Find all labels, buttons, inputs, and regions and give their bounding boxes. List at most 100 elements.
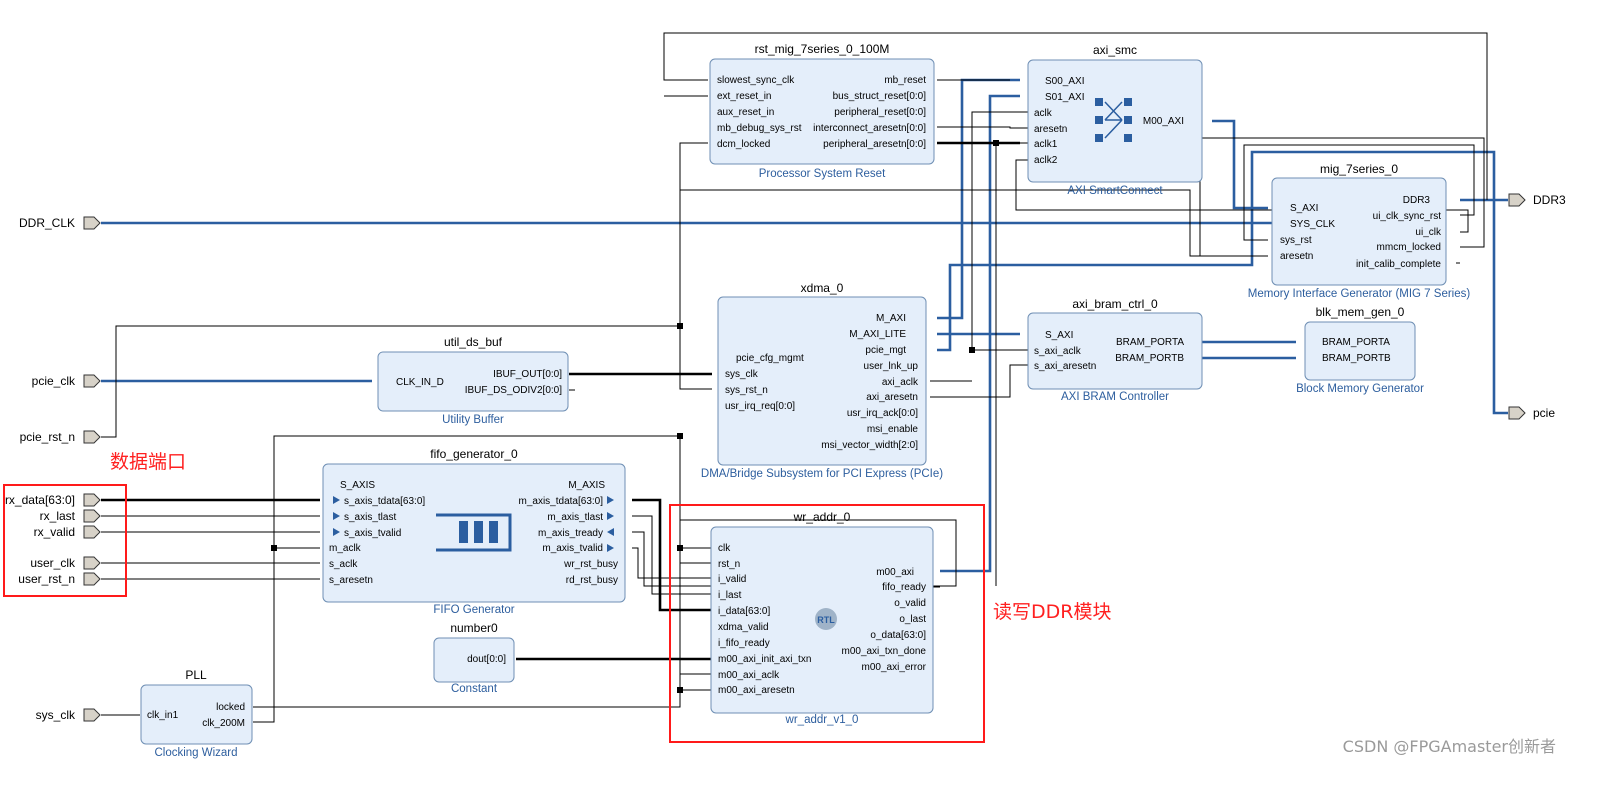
- pin: BRAM_PORTA: [1322, 337, 1390, 348]
- pin: peripheral_aresetn[0:0]: [823, 139, 926, 150]
- pin: m00_axi_aclk: [718, 670, 780, 681]
- port-pcie-clk: pcie_clk: [32, 374, 76, 388]
- port-arrow-icon: [83, 525, 101, 539]
- pin: s_axi_aclk: [1034, 346, 1082, 357]
- port-rx-last: rx_last: [40, 509, 76, 523]
- pin: BRAM_PORTB: [1115, 353, 1184, 364]
- block-type: Memory Interface Generator (MIG 7 Series…: [1248, 288, 1471, 300]
- pin: aclk1: [1034, 139, 1058, 150]
- block-name: mig_7series_0: [1320, 162, 1398, 176]
- block-pll[interactable]: PLL Clocking Wizard clk_in1 locked clk_2…: [140, 668, 253, 759]
- block-wr-addr[interactable]: wr_addr_0 wr_addr_v1_0 clk rst_n i_valid…: [710, 510, 934, 726]
- block-name: wr_addr_0: [793, 510, 851, 524]
- pin: xdma_valid: [718, 622, 769, 633]
- pin: usr_irq_ack[0:0]: [847, 408, 918, 419]
- port-user-clk: user_clk: [30, 556, 76, 570]
- pin: m00_axi_error: [862, 662, 927, 673]
- pin: m00_axi_txn_done: [841, 646, 926, 657]
- block-type: Processor System Reset: [759, 168, 886, 180]
- block-type: Utility Buffer: [442, 414, 504, 426]
- pin: m_axis_tdata[63:0]: [519, 496, 604, 507]
- block-blk-mem[interactable]: blk_mem_gen_0 Block Memory Generator BRA…: [1296, 305, 1424, 395]
- pin: o_valid: [894, 598, 926, 609]
- port-arrow-icon: [83, 708, 101, 722]
- block-rst-mig[interactable]: rst_mig_7series_0_100M Processor System …: [709, 42, 935, 180]
- pin: sys_clk: [725, 369, 759, 380]
- pin: pcie_mgt: [865, 345, 906, 356]
- pin: peripheral_reset[0:0]: [834, 107, 926, 118]
- pin: i_fifo_ready: [718, 638, 770, 649]
- pin: user_lnk_up: [864, 361, 919, 372]
- block-type: AXI SmartConnect: [1067, 185, 1163, 197]
- pin: CLK_IN_D: [396, 377, 444, 388]
- pin: s_aresetn: [329, 575, 373, 586]
- pin: m00_axi_init_axi_txn: [718, 654, 811, 665]
- pin: m00_axi_aresetn: [718, 685, 795, 696]
- pin: dcm_locked: [717, 139, 770, 150]
- pin: aclk2: [1034, 155, 1058, 166]
- block-number0[interactable]: number0 Constant dout[0:0]: [433, 621, 515, 695]
- pin: i_valid: [718, 574, 746, 585]
- pin: m00_axi: [876, 567, 914, 578]
- pin: M_AXI: [876, 313, 906, 324]
- pin: clk_in1: [147, 710, 179, 721]
- block-type: AXI BRAM Controller: [1061, 391, 1169, 403]
- pin: s_aclk: [329, 559, 358, 570]
- pin: rst_n: [718, 559, 740, 570]
- port-arrow-icon: [83, 509, 101, 523]
- pin: sys_rst: [1280, 235, 1312, 246]
- pin: S_AXIS: [340, 480, 375, 491]
- pin: BRAM_PORTA: [1116, 337, 1184, 348]
- port-arrow-icon: [83, 216, 101, 230]
- block-name: number0: [450, 621, 498, 635]
- port-arrow-icon: [83, 493, 101, 507]
- pin: wr_rst_busy: [563, 559, 618, 570]
- block-type: Block Memory Generator: [1296, 383, 1424, 395]
- block-xdma[interactable]: xdma_0 DMA/Bridge Subsystem for PCI Expr…: [701, 281, 943, 480]
- pin: S_AXI: [1045, 330, 1073, 341]
- block-type: FIFO Generator: [433, 604, 514, 616]
- data-port-label: 数据端口: [110, 451, 186, 473]
- block-type: DMA/Bridge Subsystem for PCI Express (PC…: [701, 468, 943, 480]
- block-axi-smc[interactable]: axi_smc AXI SmartConnect S00_AXI S01_AXI…: [1027, 43, 1203, 197]
- block-name: PLL: [185, 668, 207, 682]
- pin: clk: [718, 543, 731, 554]
- pin: IBUF_DS_ODIV2[0:0]: [465, 385, 562, 396]
- pin: aclk: [1034, 108, 1053, 119]
- pin: S_AXI: [1290, 203, 1318, 214]
- block-bram-ctrl[interactable]: axi_bram_ctrl_0 AXI BRAM Controller S_AX…: [1027, 297, 1203, 403]
- pin: m_axis_tvalid: [542, 543, 603, 554]
- svg-text:RTL: RTL: [817, 615, 835, 625]
- pin: mb_debug_sys_rst: [717, 123, 802, 134]
- pin: sys_rst_n: [725, 385, 768, 396]
- block-name: xdma_0: [801, 281, 844, 295]
- port-pcie: pcie: [1533, 406, 1555, 420]
- pin: DDR3: [1403, 195, 1431, 206]
- pin: init_calib_complete: [1356, 259, 1441, 270]
- block-fifo[interactable]: fifo_generator_0 FIFO Generator S_AXIS s…: [322, 447, 626, 616]
- port-arrow-icon: [1508, 193, 1526, 207]
- port-rx-valid: rx_valid: [34, 525, 75, 539]
- port-pcie-rst-n: pcie_rst_n: [20, 430, 75, 444]
- pin: m_axis_tlast: [547, 512, 603, 523]
- rw-ddr-highlight: [669, 504, 985, 743]
- port-arrow-icon: [1508, 406, 1526, 420]
- pin: mb_reset: [884, 75, 926, 86]
- data-port-highlight: [3, 484, 127, 597]
- block-util-ds-buf[interactable]: util_ds_buf Utility Buffer CLK_IN_D IBUF…: [377, 335, 569, 426]
- port-user-rst-n: user_rst_n: [18, 572, 75, 586]
- block-mig[interactable]: mig_7series_0 Memory Interface Generator…: [1248, 162, 1471, 300]
- pin: clk_200M: [202, 718, 245, 729]
- block-name: blk_mem_gen_0: [1316, 305, 1405, 319]
- pin: fifo_ready: [882, 582, 926, 593]
- nets: [101, 32, 1508, 723]
- port-arrow-icon: [83, 556, 101, 570]
- block-type: Constant: [451, 683, 498, 695]
- pin: rd_rst_busy: [566, 575, 618, 586]
- pin: bus_struct_reset[0:0]: [833, 91, 927, 102]
- pin: m_axis_tready: [538, 528, 603, 539]
- pin: aresetn: [1280, 251, 1313, 262]
- pin: ui_clk: [1415, 227, 1442, 238]
- port-arrow-icon: [83, 430, 101, 444]
